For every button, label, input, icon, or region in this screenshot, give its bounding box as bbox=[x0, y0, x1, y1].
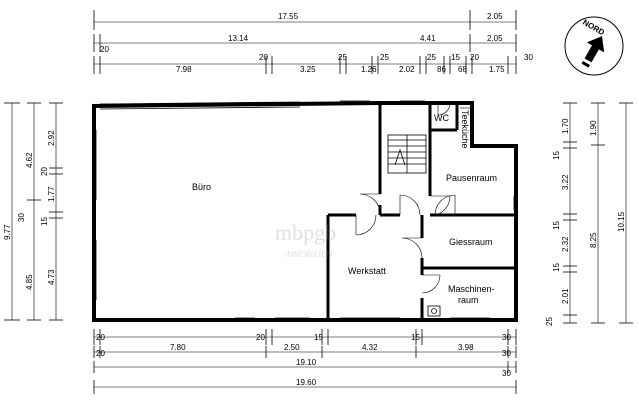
room-label-wc: WC bbox=[434, 113, 449, 123]
room-label-werkstatt: Werkstatt bbox=[348, 266, 386, 276]
dim-top-overall: 17.55 bbox=[278, 12, 299, 21]
dim-left-mid-a: 4.62 bbox=[25, 152, 34, 168]
dim-left-inner-4: 4.73 bbox=[47, 269, 56, 285]
north-arrow-icon bbox=[581, 36, 605, 68]
dim-top-row2-b: 13.14 bbox=[228, 34, 249, 43]
dim-top-row2-d: 2.05 bbox=[487, 34, 503, 43]
dim-top-r3-6: 2.02 bbox=[399, 65, 415, 74]
dim-top-r3-11: 20 bbox=[470, 53, 479, 62]
watermark: mbpgb IMMOBILIEN bbox=[275, 220, 336, 259]
dim-right-inner-5: 15 bbox=[552, 263, 561, 272]
dim-top-r3-8: 86 bbox=[437, 65, 446, 74]
dim-bottom-r1-1: 20 bbox=[256, 333, 265, 342]
dim-right-inner-3: 15 bbox=[552, 221, 561, 230]
dim-top-r3-3: 25 bbox=[338, 53, 347, 62]
dim-bottom-r1-3: 15 bbox=[411, 333, 420, 342]
dim-bottom-overall: 19.60 bbox=[296, 378, 317, 387]
dimensions-right: 10.15 1.90 8.25 1.70 15 3.22 15 2.32 15 … bbox=[545, 102, 633, 326]
dim-top-r3-1: 20 bbox=[259, 53, 268, 62]
dimensions-top: 17.55 2.05 20 13.14 4.41 2.05 bbox=[93, 10, 533, 74]
dim-left-inner-0: 2.92 bbox=[47, 130, 56, 146]
dim-left-mid-b: 4.85 bbox=[25, 274, 34, 290]
dim-top-r3-4: 1.26 bbox=[361, 65, 377, 74]
compass: NORD bbox=[564, 16, 624, 76]
dim-top-r3-9: 15 bbox=[451, 53, 460, 62]
watermark-line1: mbpgb bbox=[275, 220, 336, 245]
dim-bottom-r3-end: 30 bbox=[502, 369, 511, 378]
dim-left-inner-1: 20 bbox=[40, 167, 49, 176]
dim-top-r3-13: 30 bbox=[524, 53, 533, 62]
dim-top-r3-0: 7.98 bbox=[176, 65, 192, 74]
compass-circle bbox=[564, 16, 624, 76]
dim-bottom-r3: 19.10 bbox=[296, 358, 317, 367]
room-label-maschinenraum-2: raum bbox=[458, 295, 479, 305]
dim-top-right-overall: 2.05 bbox=[487, 12, 503, 21]
dimensions-left: 9.77 4.62 30 4.85 2.92 20 1.77 15 4.73 bbox=[3, 102, 63, 321]
dim-bottom-r2-1: 7.80 bbox=[170, 343, 186, 352]
dim-top-r3-5: 25 bbox=[380, 53, 389, 62]
dim-top-r3-10: 68 bbox=[458, 65, 467, 74]
dim-bottom-r2-2: 2.50 bbox=[284, 343, 300, 352]
dim-right-mid-a: 1.90 bbox=[589, 120, 598, 136]
dimensions-bottom: 20 20 15 15 30 20 7.80 2.50 4.32 3.98 30… bbox=[93, 329, 517, 394]
doors bbox=[355, 102, 470, 294]
dim-bottom-r2-3: 4.32 bbox=[362, 343, 378, 352]
room-label-maschinenraum-1: Maschinen- bbox=[448, 284, 495, 294]
sink-fixture bbox=[427, 305, 441, 317]
dim-right-inner-1: 15 bbox=[552, 151, 561, 160]
dim-top-r3-12: 1.75 bbox=[489, 65, 505, 74]
dim-top-row3: 7.98 20 3.25 25 1.26 25 2.02 25 86 15 68… bbox=[93, 53, 533, 74]
dim-top-r3-7: 25 bbox=[427, 53, 436, 62]
dim-top-r3-2: 3.25 bbox=[300, 65, 316, 74]
room-labels: Büro WC Teeküche Pausenraum Giessraum We… bbox=[192, 110, 497, 305]
windows bbox=[95, 100, 515, 319]
dim-top-row2-a: 20 bbox=[100, 45, 109, 54]
dim-left-mid-small: 30 bbox=[17, 213, 26, 222]
dim-left-outer: 9.77 bbox=[3, 224, 12, 240]
dim-bottom-r2-5: 30 bbox=[502, 349, 511, 358]
dim-bottom-r1-2: 15 bbox=[314, 333, 323, 342]
dim-top-row2-c: 4.41 bbox=[420, 34, 436, 43]
compass-north-label: NORD bbox=[581, 18, 606, 38]
room-label-buero: Büro bbox=[192, 182, 211, 192]
dim-right-outer: 10.15 bbox=[617, 211, 626, 232]
room-label-giessraum: Giessraum bbox=[449, 237, 493, 247]
dim-right-inner-4: 2.32 bbox=[561, 236, 570, 252]
dim-bottom-r2-4: 3.98 bbox=[458, 343, 474, 352]
dim-left-inner-2: 1.77 bbox=[47, 186, 56, 202]
dim-bottom-r2-0: 20 bbox=[96, 349, 105, 358]
staircase bbox=[387, 134, 427, 174]
dim-bottom-r1-4: 30 bbox=[502, 333, 511, 342]
dim-bottom-r1-0: 20 bbox=[96, 333, 105, 342]
room-label-teekueche: Teeküche bbox=[460, 110, 470, 149]
watermark-line2: IMMOBILIEN bbox=[285, 250, 332, 259]
dim-right-inner-2: 3.22 bbox=[561, 174, 570, 190]
dim-left-inner-3: 15 bbox=[40, 217, 49, 226]
building-walls bbox=[91, 101, 518, 322]
dim-right-mid-b: 8.25 bbox=[589, 232, 598, 248]
dim-right-inner-7: 25 bbox=[545, 317, 554, 326]
dim-right-inner-0: 1.70 bbox=[561, 118, 570, 134]
dim-right-inner-6: 2.01 bbox=[561, 288, 570, 304]
room-label-pausenraum: Pausenraum bbox=[446, 173, 497, 183]
